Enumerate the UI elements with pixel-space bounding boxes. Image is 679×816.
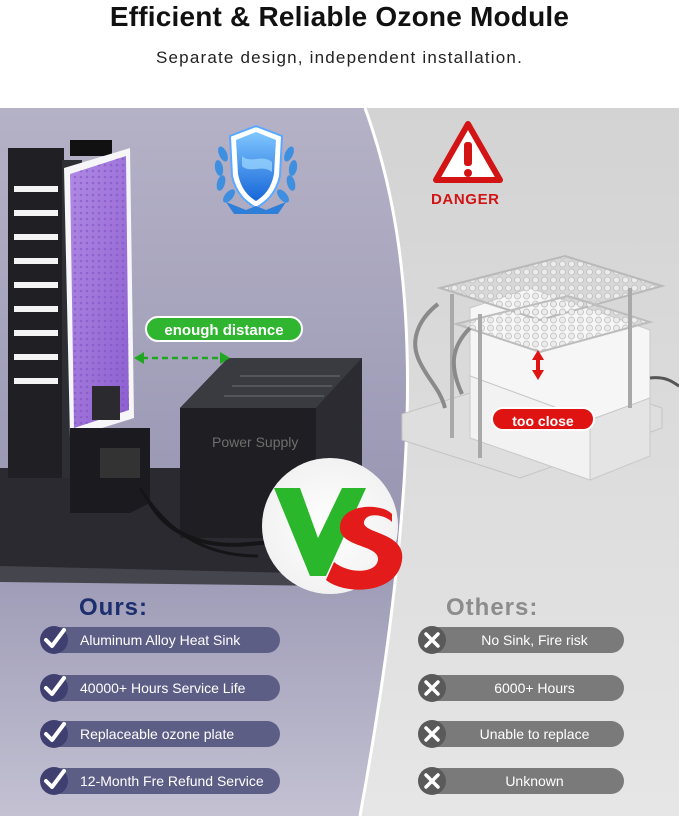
too-close-tag: too close <box>491 407 595 431</box>
check-icon <box>40 720 68 748</box>
x-mark-icon <box>418 767 446 795</box>
curve-divider <box>358 108 409 816</box>
vs-icon <box>262 458 403 594</box>
check-icon <box>40 767 68 795</box>
ours-feature-item: 40000+ Hours Service Life <box>40 674 280 702</box>
x-mark-icon <box>418 674 446 702</box>
power-supply-label: Power Supply <box>212 434 299 450</box>
comparison-panel: enough distance DANGER too close Power S… <box>0 108 679 816</box>
close-gap-arrow <box>532 350 544 380</box>
competitor-module <box>401 254 679 481</box>
danger-label: DANGER <box>431 191 500 208</box>
others-heading: Others: <box>446 594 539 621</box>
warning-triangle-icon <box>433 121 503 183</box>
shield-laurel-icon <box>214 124 298 214</box>
distance-arrow <box>134 352 230 364</box>
page-title: Efficient & Reliable Ozone Module <box>109 1 570 32</box>
others-feature-item: No Sink, Fire risk <box>418 626 624 654</box>
ours-feature-item: 12-Month Fre Refund Service <box>40 767 280 795</box>
ours-feature-item: Aluminum Alloy Heat Sink <box>40 626 280 654</box>
ours-feature-label: Aluminum Alloy Heat Sink <box>80 632 241 648</box>
check-icon <box>40 626 68 654</box>
ours-feature-label: Replaceable ozone plate <box>80 726 235 742</box>
ours-feature-label: 12-Month Fre Refund Service <box>80 773 264 789</box>
ours-feature-label: 40000+ Hours Service Life <box>80 680 246 696</box>
others-feature-item: 6000+ Hours <box>418 674 624 702</box>
comparison-illustration <box>0 108 679 816</box>
page-header: Efficient & Reliable Ozone Module Separa… <box>0 0 679 108</box>
others-feature-item: Unknown <box>418 767 624 795</box>
check-icon <box>40 674 68 702</box>
ours-heading: Ours: <box>79 594 149 621</box>
x-mark-icon <box>418 720 446 748</box>
others-feature-item: Unable to replace <box>418 720 624 748</box>
others-feature-label: No Sink, Fire risk <box>481 632 588 648</box>
page-subtitle: Separate design, independent installatio… <box>155 48 524 67</box>
enough-distance-tag: enough distance <box>145 316 303 342</box>
ozone-plate <box>64 148 134 438</box>
others-feature-label: Unable to replace <box>479 726 590 742</box>
others-feature-label: 6000+ Hours <box>494 680 575 696</box>
others-feature-label: Unknown <box>505 773 564 789</box>
ours-feature-item: Replaceable ozone plate <box>40 720 280 748</box>
x-mark-icon <box>418 626 446 654</box>
